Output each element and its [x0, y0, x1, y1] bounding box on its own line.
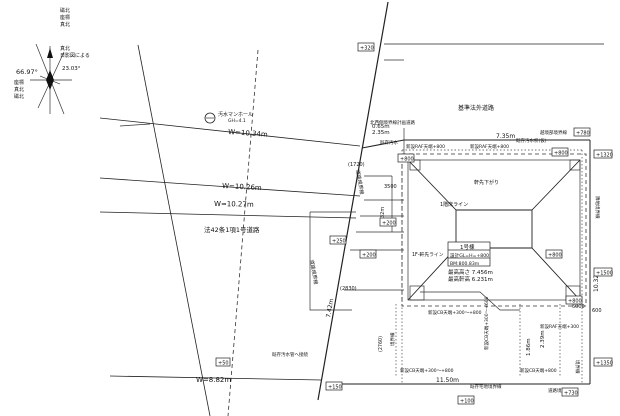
note-label: 道路境界線 [548, 387, 571, 394]
note-label: 越境部境界線 [540, 129, 567, 136]
compass-north-label: 真北 [60, 21, 70, 28]
manhole-sub: GH=4.1 [228, 118, 246, 124]
level-label: +800 [568, 299, 582, 305]
level-label: (1720) [348, 162, 365, 168]
note-label: 新設CB天端+300～+800 [428, 309, 482, 316]
building-floor-note: BM:800.83m [450, 261, 480, 267]
dim-label: 7.35m [496, 133, 515, 140]
note-label: 新設CB天端+800 [520, 367, 557, 374]
building-footprint [401, 153, 587, 311]
dim-label: 11.50m [436, 377, 459, 384]
level-label: (2760) [378, 336, 384, 352]
dim-label: 0.65m [372, 124, 390, 130]
level-label: +800 [548, 253, 562, 259]
note-label: 隣地境界線 [594, 196, 601, 219]
note-label: 新設RAF天端+800 [406, 143, 445, 150]
level-label: (2830) [340, 286, 357, 292]
road-boundary-label: 道路境界線 [308, 259, 319, 285]
compass-true-north-label: 日影図による [60, 52, 90, 59]
building-dim: 3500 [384, 184, 397, 190]
compass-north-label: 磁北 [60, 7, 70, 14]
note-label: 境界線 [389, 332, 396, 346]
compass-angle-right: 23.03° [62, 66, 81, 72]
level-label: +1350 [596, 361, 613, 367]
level-label: +800 [400, 157, 414, 163]
compass-lower-label: 座標 [14, 79, 24, 86]
level-label: +100 [460, 399, 474, 405]
dim-label: 10.32m [593, 269, 600, 292]
road-width-label: W=10.34m [228, 128, 268, 139]
dim-label: 1.86m [526, 338, 532, 356]
level-label: +730 [564, 391, 578, 397]
level-label: +200 [362, 253, 376, 259]
dim-label: 2.35m [372, 130, 390, 136]
compass-lower-label: 磁北 [14, 93, 24, 100]
note-label: 新設RAF天端+800 [470, 143, 509, 150]
compass-north-label: 座標 [60, 14, 70, 21]
level-label: +1500 [596, 271, 613, 277]
note-label: 既存汚水枡(仮) [516, 137, 547, 144]
building-height: 最高軒高 6.231m [448, 275, 493, 283]
note-label: 新設RAF天端+300 [540, 323, 579, 330]
building-info-box [447, 241, 491, 267]
note-label: 既存宅地境界線 [470, 383, 502, 390]
dim-label: 10.32m [380, 207, 386, 226]
note-label: 既存汚水 [380, 139, 398, 146]
building-dim: 6000 [572, 304, 585, 310]
level-label: +800 [554, 151, 568, 157]
level-label: +1320 [596, 153, 613, 159]
compass-lower-label: 真北 [14, 86, 24, 93]
manhole-icon [204, 112, 216, 124]
note-label: 北西側境界線計画道路 [370, 119, 415, 126]
compass-angle-left: 66.97° [16, 68, 38, 76]
building-floor-line: 1階床ライン [440, 201, 468, 208]
note-label: 既存汚水管へ接続 [272, 351, 308, 358]
building-eave-label: 軒先下がり [474, 179, 499, 186]
road-width-label: W=8.82m [196, 376, 231, 384]
compass-true-north-label: 真北 [60, 45, 70, 52]
level-label: +50 [218, 361, 229, 367]
level-label: +780 [576, 131, 590, 137]
level-label: +200 [382, 221, 396, 227]
road-standard-label: 基準法外道路 [458, 104, 494, 112]
building-height: 最高高さ 7.456m [448, 268, 493, 276]
road-boundary-label: 道路境界線 [354, 169, 365, 195]
level-label: +320 [360, 46, 374, 52]
note-label: 境界線 [574, 360, 581, 374]
level-label: 600 [592, 308, 602, 314]
manhole-label: 汚水マンホール [218, 111, 253, 118]
road-width-label: W=10.27m [214, 200, 254, 209]
road-lines [99, 1, 389, 416]
road-article-label: 法42条1項1号道路 [204, 225, 260, 234]
dim-label: 2.39m [540, 330, 546, 348]
road-width-label: W=10.26m [222, 182, 262, 192]
note-label: 新設CB天端+300～+800 [400, 367, 454, 374]
level-markers: +320 +780 +1320 +800 +800 +200 +250 +200… [215, 42, 613, 405]
dim-label: 7.42m [325, 298, 335, 318]
level-label: +250 [332, 239, 346, 245]
building-eave-line: 1F-軒先ライン [412, 251, 444, 258]
compass-rose-icon [30, 43, 72, 115]
note-label: 新設CB天端+300～+600 [483, 296, 490, 350]
building-gl-note: 設計GL=H=+800 [450, 252, 489, 259]
building-name: 1号棟 [460, 243, 475, 251]
level-label: +150 [328, 385, 342, 391]
driveway-lines [309, 175, 561, 376]
